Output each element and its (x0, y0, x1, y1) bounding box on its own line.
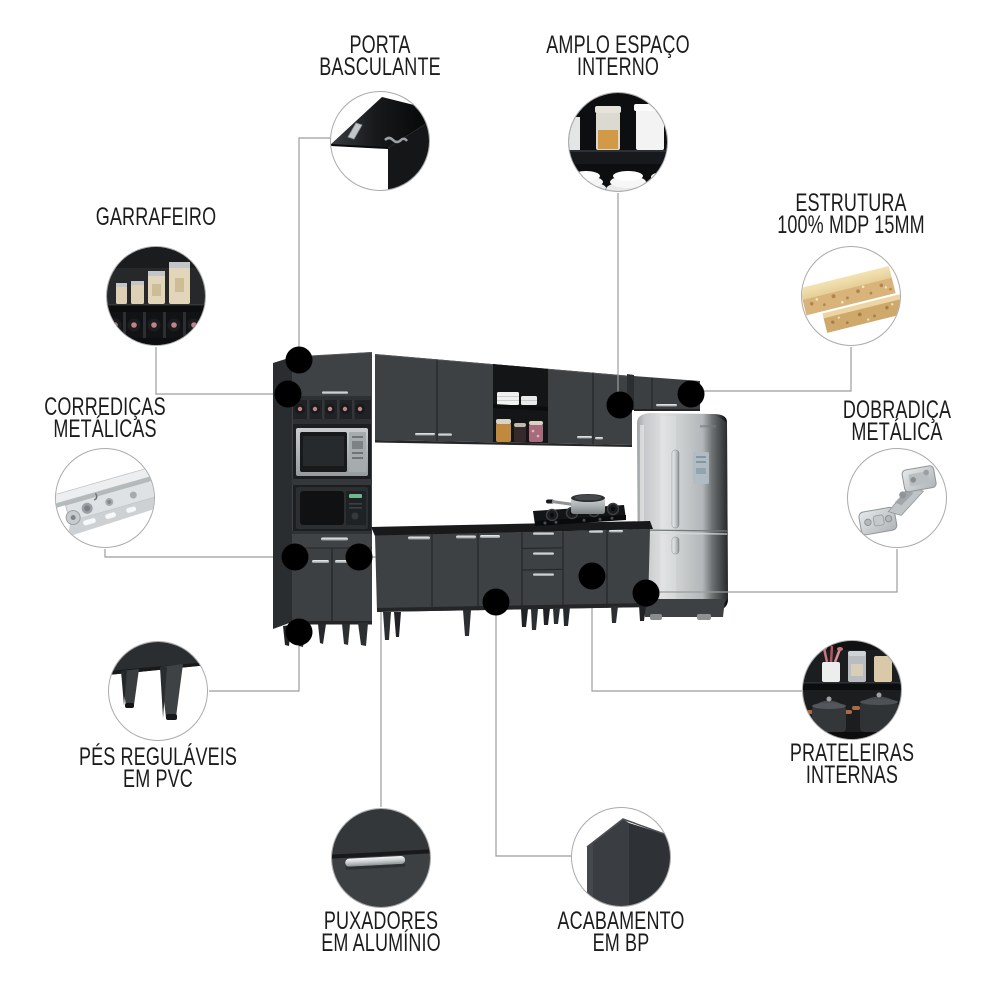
canisters (116, 262, 190, 304)
callout-circle-garrafeiro (106, 246, 206, 346)
base-legs (383, 605, 646, 640)
callout-circle-corredicas (55, 448, 155, 548)
jars (496, 419, 543, 442)
internal-shelves-icon (803, 641, 901, 739)
aluminum-handle (345, 855, 406, 867)
microwave-upper (293, 424, 371, 479)
open-shelf-niche (493, 364, 548, 443)
cooking-pot (546, 494, 605, 514)
callout-label-pes-regulaveis: PÉS REGULÁVEIS EM PVC (78, 743, 238, 793)
anchor-dot-porta-basculante (285, 346, 313, 374)
callout-label-dobradica: DOBRADIÇA METÁLICA (842, 396, 952, 446)
connector-estrutura (697, 347, 852, 392)
stacked-plates (497, 392, 537, 405)
callout-label-corredicas: CORREDIÇAS METÁLICAS (44, 393, 166, 443)
callout-label-acabamento: ACABAMENTO EM BP (557, 907, 685, 957)
callout-circle-amplo-espaco (568, 92, 668, 192)
bp-finish-icon (586, 818, 670, 906)
anchor-dot-amplo-espaco (606, 391, 634, 419)
callout-circle-porta-basculante (330, 91, 430, 191)
hinge (858, 465, 937, 536)
connector-garrafeiro (155, 347, 282, 395)
bottle-rack (293, 396, 371, 424)
callout-label-prateleiras: PRATELEIRAS INTERNAS (789, 739, 915, 789)
connector-prateleiras (591, 585, 802, 692)
connector-acabamento (495, 610, 571, 857)
anchor-dot-estrutura (677, 380, 705, 408)
anchor-dot-puxadores (345, 543, 373, 571)
callout-circle-estrutura (801, 246, 901, 346)
drawer-stack (521, 532, 564, 576)
callout-circle-acabamento (571, 807, 671, 907)
pots (806, 692, 898, 732)
connector-pes-regulaveis (209, 641, 300, 692)
foot-right (160, 664, 183, 720)
microwave-lower (293, 485, 371, 531)
anchor-dots (274, 346, 705, 646)
callout-circle-dobradica (847, 448, 947, 548)
drawer-slide-icon (56, 466, 154, 537)
callout-label-amplo-espaco: AMPLO ESPAÇO INTERNO (546, 31, 690, 81)
callout-label-garrafeiro: GARRAFEIRO (95, 203, 217, 231)
tower-drawer (292, 534, 372, 548)
base-cabinets (371, 494, 653, 640)
utensil-crock (821, 645, 843, 682)
foot-left (121, 669, 139, 708)
connector-porta-basculante (298, 137, 330, 352)
anchor-dot-dobradica (632, 579, 660, 607)
mdp-boards (802, 265, 900, 333)
bottle-rack-icon (107, 247, 205, 345)
callout-label-puxadores: PUXADORES EM ALUMÍNIO (321, 907, 441, 957)
anchor-dot-pes-regulaveis (285, 618, 313, 646)
anchor-dot-garrafeiro (274, 380, 302, 408)
bowl-stacks (569, 171, 667, 191)
callout-circle-puxadores (331, 808, 431, 908)
callout-label-estrutura: ESTRUTURA 100% MDP 15MM (777, 189, 925, 239)
anchor-dot-corredicas (281, 543, 309, 571)
connector-corredicas (104, 549, 288, 558)
adjustable-feet-icon (109, 642, 207, 720)
aluminum-handle-icon (332, 809, 430, 907)
countertop (371, 521, 653, 536)
fridge-handle (671, 449, 680, 529)
wall-cabinet (374, 354, 633, 447)
connector-dobradica (655, 549, 898, 593)
mdp-board-icon (802, 265, 900, 333)
flip-door-icon (331, 97, 429, 190)
connector-lines-over (617, 193, 898, 593)
drawer-slide (56, 466, 154, 537)
callout-circle-pes-regulaveis (108, 641, 208, 741)
refrigerator (637, 413, 728, 620)
anchor-dot-acabamento (482, 588, 510, 616)
callout-label-porta-basculante: PORTA BASCULANTE (319, 31, 441, 81)
callout-circle-prateleiras (802, 640, 902, 740)
shelves-dishes-icon (569, 93, 667, 191)
anchor-dot-prateleiras (578, 562, 606, 590)
metal-hinge-icon (858, 465, 937, 536)
bottles (108, 318, 201, 332)
